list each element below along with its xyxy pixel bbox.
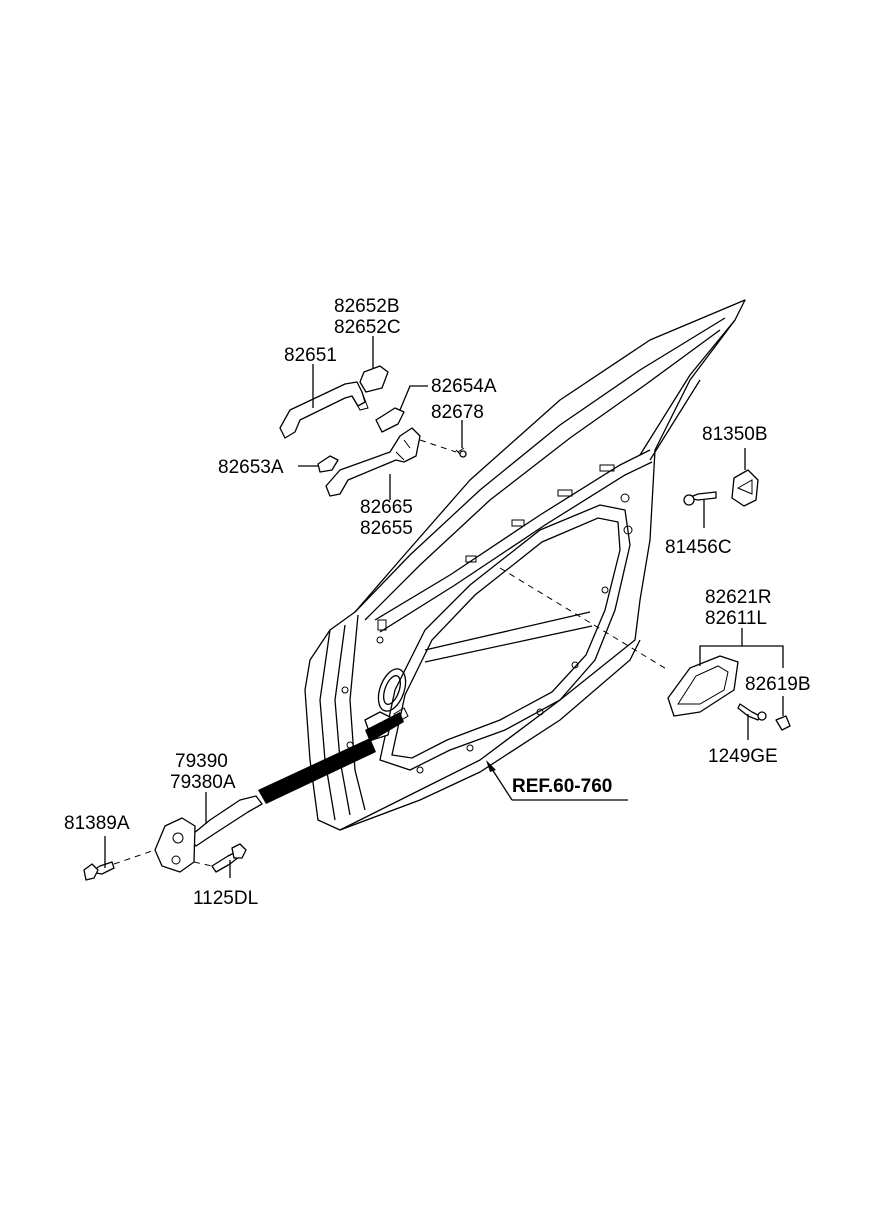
label-82619b: 82619B (745, 674, 811, 695)
label-81389a: 81389A (64, 813, 130, 834)
handle-cap (359, 365, 389, 393)
outside-handle-assembly (279, 365, 467, 497)
door-checker-arm (187, 795, 263, 847)
label-82655: 82655 (360, 518, 413, 539)
label-82665: 82665 (360, 497, 413, 518)
label-81456c: 81456C (665, 537, 732, 558)
label-82652b: 82652B (334, 296, 400, 317)
label-1249ge: 1249GE (708, 746, 778, 767)
label-1125dl: 1125DL (193, 888, 258, 909)
label-82651: 82651 (284, 345, 337, 366)
label-82611l: 82611L (705, 608, 767, 629)
part-labels: 82652B 82652C 82651 82654A 82678 82653A … (64, 296, 811, 909)
leader-lines (104, 336, 784, 878)
label-ref-60-760: REF.60-760 (512, 776, 612, 797)
label-82621r: 82621R (705, 587, 772, 608)
striker-plate (731, 469, 759, 507)
checker-bracket (154, 817, 196, 873)
label-82654a: 82654A (431, 376, 497, 397)
checker-pointer (258, 738, 376, 804)
striker-screw (687, 491, 717, 501)
label-81350b: 81350B (702, 424, 768, 445)
label-82653a: 82653A (218, 457, 284, 478)
inside-handle (667, 655, 739, 717)
door-checker-assembly (83, 712, 404, 881)
striker-parts (499, 469, 791, 731)
rear-gasket (375, 407, 405, 433)
label-82678: 82678 (431, 402, 484, 423)
handle-frame (325, 427, 421, 497)
label-79390: 79390 (175, 751, 228, 772)
handle-screw (737, 703, 761, 721)
outside-handle (279, 381, 366, 439)
front-gasket (317, 455, 339, 473)
label-79380a: 79380A (170, 772, 236, 793)
label-82652c: 82652C (334, 317, 401, 338)
handle-cover (775, 715, 791, 731)
